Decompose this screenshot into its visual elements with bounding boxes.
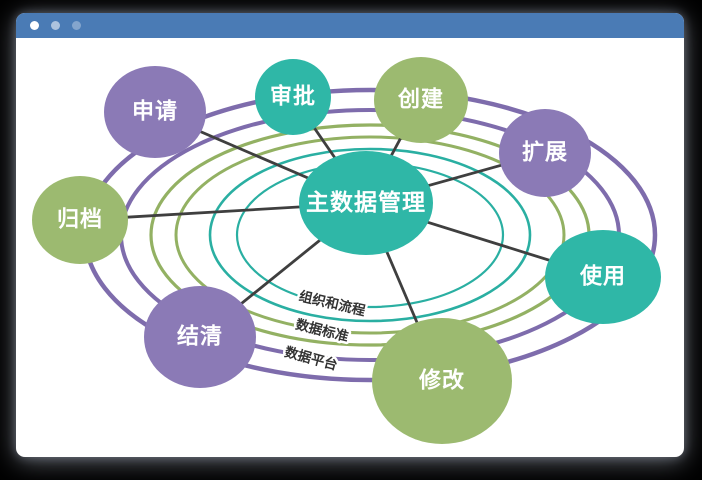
window-control-minimize-icon[interactable] [51,21,60,30]
node-settle-label: 结清 [177,324,223,350]
node-use-label: 使用 [579,265,626,290]
window-control-close-icon[interactable] [30,21,39,30]
node-approve-label: 审批 [270,84,316,110]
node-extend-circle [499,109,591,197]
node-apply: 申请 [104,66,206,158]
node-create-circle [374,57,468,143]
node-modify-circle [372,318,512,444]
ring-process-outer [208,147,532,323]
app-window: 组织和流程 数据标准 数据平台 申请 审 [16,13,684,457]
node-modify: 修改 [372,318,512,444]
node-center: 主数据管理 [299,151,433,255]
diagram-canvas: 组织和流程 数据标准 数据平台 申请 审 [16,38,684,457]
node-archive-label: 归档 [57,208,103,233]
mdm-diagram: 组织和流程 数据标准 数据平台 申请 审 [32,57,661,444]
node-settle: 结清 [144,286,256,388]
node-use-circle [545,230,661,324]
node-apply-circle [104,66,206,158]
node-center-circle [299,151,433,255]
node-settle-circle [144,286,256,388]
node-use: 使用 [545,230,661,324]
node-create-label: 创建 [397,88,444,113]
ring-label-platform: 数据平台 [283,343,340,373]
node-create: 创建 [374,57,468,143]
node-center-label: 主数据管理 [306,189,426,216]
node-apply-label: 申请 [132,99,178,125]
node-archive: 归档 [32,176,128,264]
node-extend: 扩展 [499,109,591,197]
window-control-maximize-icon[interactable] [72,21,81,30]
ring-standard-inner [174,135,566,335]
node-modify-label: 修改 [418,368,465,394]
node-approve: 审批 [255,59,331,135]
node-archive-circle [32,176,128,264]
window-titlebar [16,13,684,38]
node-approve-circle [255,59,331,135]
node-extend-label: 扩展 [522,141,568,166]
